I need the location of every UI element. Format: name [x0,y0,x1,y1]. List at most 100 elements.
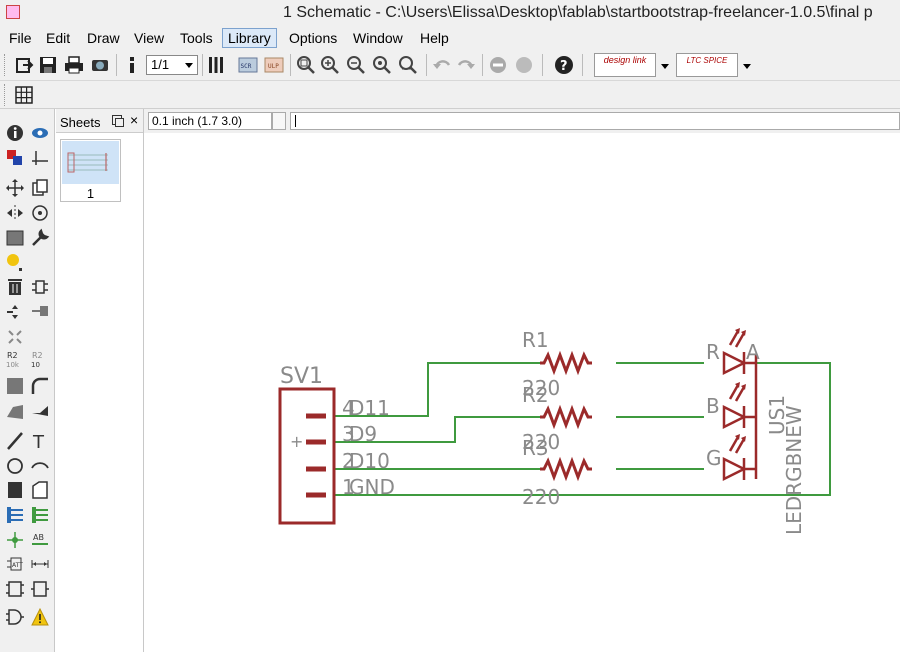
resistor-r3 [540,456,592,482]
split-icon[interactable] [5,401,25,421]
grid-icon[interactable] [14,85,34,105]
delete-icon[interactable] [5,277,25,297]
led-channel-b: B [706,394,720,418]
zoom-select-icon[interactable] [398,55,418,75]
layers-icon[interactable] [5,148,25,168]
designlink-dropdown-icon[interactable] [661,64,669,69]
window-title: 1 Schematic - C:\Users\Elissa\Desktop\fa… [283,4,873,21]
sheet-icon[interactable] [122,55,142,75]
schematic-canvas[interactable]: + SV1 4 3 2 1 D11 D9 D10 GND R1 220 R2 2… [144,133,900,652]
zoom-redraw-icon[interactable] [372,55,392,75]
zoom-fit-icon[interactable] [296,55,316,75]
ulp-icon[interactable]: ULP [264,55,284,75]
pinswap-icon[interactable] [5,302,25,322]
menu-tools[interactable]: Tools [180,30,213,46]
arc-icon[interactable] [30,456,50,476]
ltspice-button[interactable]: LTC SPICE [676,53,738,77]
menu-options[interactable]: Options [289,30,338,46]
junction-icon[interactable] [5,530,25,550]
sheet-preview-image [67,152,108,173]
attribute-icon[interactable]: ATT [5,554,25,574]
resistor-r3-value: 220 [522,485,560,509]
net-icon[interactable] [30,505,50,525]
script-icon[interactable]: SCR [238,55,258,75]
open-icon[interactable] [14,55,34,75]
redo-icon[interactable] [456,55,476,75]
zoom-out-icon[interactable] [346,55,366,75]
pin-number-3: 3 [342,422,355,446]
wire-icon[interactable] [5,431,25,451]
chevron-down-icon [185,63,193,68]
sheet-thumbnail[interactable]: 1 [60,139,121,202]
move-icon[interactable] [5,178,25,198]
rect-icon[interactable] [5,480,25,500]
command-line-input[interactable] [290,112,900,130]
pin-signal-d9: D9 [349,422,377,446]
designlink-label: design link [603,55,647,65]
copy-icon[interactable] [30,178,50,198]
app-icon [6,4,20,19]
run-ulp-icon[interactable] [206,55,226,75]
coordinate-display: 0.1 inch (1.7 3.0) [148,112,272,130]
menu-draw[interactable]: Draw [87,30,120,46]
save-icon[interactable] [38,55,58,75]
add-icon[interactable] [30,277,50,297]
cam-icon[interactable] [90,55,110,75]
go-icon[interactable] [514,55,534,75]
pin-signal-d10: D10 [349,449,390,473]
eye-icon[interactable] [30,123,50,143]
lamp-icon[interactable] [5,252,25,272]
pin-signal-gnd: GND [349,475,395,499]
menu-help[interactable]: Help [420,30,449,46]
menu-library[interactable]: Library [222,28,277,48]
designlink-button[interactable]: design link [594,53,656,77]
sheet-select[interactable]: 1/1 [146,55,198,75]
label-icon[interactable]: AB [30,530,50,550]
miter-icon[interactable] [30,376,50,396]
dimension-icon[interactable] [30,554,50,574]
close-icon[interactable]: × [130,112,139,128]
group-icon[interactable] [5,228,25,248]
replace-icon[interactable] [5,327,25,347]
net-wires[interactable] [334,362,831,496]
connector-sv1[interactable]: + SV1 4 3 2 1 D11 D9 D10 GND [278,364,395,525]
pin-number-1: 1 [342,475,355,499]
frame-icon[interactable] [5,579,25,599]
menu-window[interactable]: Window [353,30,403,46]
erc-icon[interactable] [30,607,50,627]
zoom-in-icon[interactable] [320,55,340,75]
change-icon[interactable] [30,228,50,248]
menu-view[interactable]: View [134,30,165,46]
schematic-drawing[interactable]: + SV1 4 3 2 1 D11 D9 D10 GND R1 220 R2 2… [144,133,900,652]
menu-file[interactable]: File [9,30,32,46]
menu-edit[interactable]: Edit [46,30,71,46]
optimize-icon[interactable] [30,401,50,421]
coordinate-button[interactable] [272,112,286,130]
text-icon[interactable]: T [30,431,50,451]
circle-icon[interactable] [5,456,25,476]
smash-icon[interactable] [5,376,25,396]
mirror-icon[interactable] [5,203,25,223]
led-common-anode [744,355,758,479]
bus-icon[interactable] [5,505,25,525]
gate-icon[interactable] [5,607,25,627]
help-icon[interactable]: ? [554,55,574,75]
resistor-symbols[interactable] [540,350,592,482]
rotate-icon[interactable] [30,203,50,223]
mark-icon[interactable] [30,148,50,168]
polygon-icon[interactable] [30,480,50,500]
info-icon[interactable] [5,123,25,143]
print-icon[interactable] [64,55,84,75]
rgb-led-us1[interactable] [722,330,758,482]
ltspice-dropdown-icon[interactable] [743,64,751,69]
svg-text:R2: R2 [7,351,18,360]
undock-icon[interactable] [112,115,124,127]
module-icon[interactable] [30,579,50,599]
undo-icon[interactable] [432,55,452,75]
resistor-r1 [540,350,592,376]
stop-icon[interactable] [488,55,508,75]
resistor-r1-name: R1 [522,328,549,352]
gateswap-icon[interactable] [30,302,50,322]
